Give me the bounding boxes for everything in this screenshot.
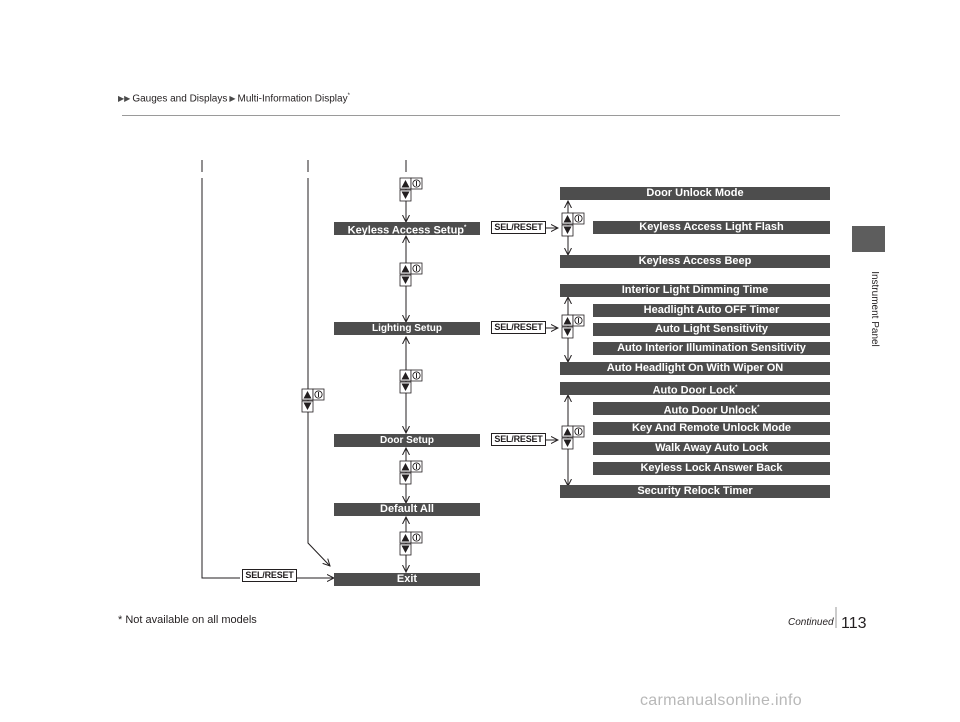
breadcrumb-page: Multi-Information Display xyxy=(237,93,348,105)
item-headlight-auto-off-timer: Headlight Auto OFF Timer xyxy=(593,304,830,317)
item-auto-light-sensitivity: Auto Light Sensitivity xyxy=(593,323,830,336)
menu-door-setup: Door Setup xyxy=(334,434,480,447)
item-keyless-access-light-flash: Keyless Access Light Flash xyxy=(593,221,830,234)
item-auto-interior-illumination-sensitivity: Auto Interior Illumination Sensitivity xyxy=(593,342,830,355)
item-door-unlock-mode: Door Unlock Mode xyxy=(560,187,830,200)
item-interior-light-dimming-time: Interior Light Dimming Time xyxy=(560,284,830,297)
item-security-relock-timer: Security Relock Timer xyxy=(560,485,830,498)
item-auto-door-unlock: Auto Door Unlock* xyxy=(593,402,830,417)
triangle-right-icon: ▶▶ xyxy=(118,94,131,104)
loop-line-middle xyxy=(307,178,330,566)
triangle-right-icon: ▶ xyxy=(229,94,236,104)
breadcrumb-section: Gauges and Displays xyxy=(132,93,228,105)
sel-reset-button: SEL/RESET xyxy=(491,433,546,446)
item-walk-away-auto-lock: Walk Away Auto Lock xyxy=(593,442,830,455)
sel-reset-button: SEL/RESET xyxy=(242,569,297,582)
breadcrumb: ▶▶Gauges and Displays▶Multi-Information … xyxy=(118,93,350,104)
footnote: * Not available on all models xyxy=(118,614,257,626)
menu-default-all: Default All xyxy=(334,503,480,516)
menu-exit: Exit xyxy=(334,573,480,586)
menu-keyless-access-setup: Keyless Access Setup* xyxy=(334,222,480,237)
footnote-marker: * xyxy=(347,93,350,99)
item-key-and-remote-unlock-mode: Key And Remote Unlock Mode xyxy=(593,422,830,435)
page-number: 113 xyxy=(841,615,867,632)
watermark: carmanualsonline.info xyxy=(640,692,802,709)
menu-lighting-setup: Lighting Setup xyxy=(334,322,480,335)
item-auto-door-lock: Auto Door Lock* xyxy=(560,382,830,397)
item-keyless-access-beep: Keyless Access Beep xyxy=(560,255,830,268)
section-tab xyxy=(852,226,885,252)
sel-reset-button: SEL/RESET xyxy=(491,321,546,334)
item-auto-headlight-on-with-wiper-on: Auto Headlight On With Wiper ON xyxy=(560,362,830,375)
item-keyless-lock-answer-back: Keyless Lock Answer Back xyxy=(593,462,830,475)
continued-label: Continued xyxy=(788,617,834,628)
sel-reset-button: SEL/RESET xyxy=(491,221,546,234)
loop-line-left xyxy=(201,178,240,579)
header-rule xyxy=(122,115,840,116)
